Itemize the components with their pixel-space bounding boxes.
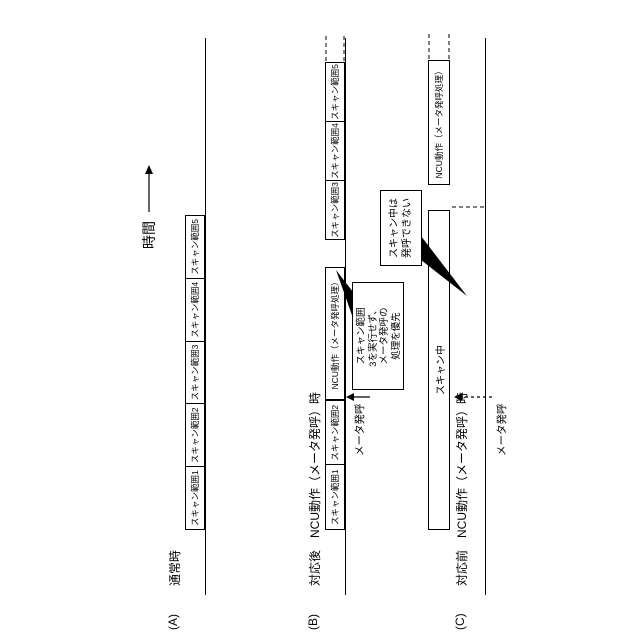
scan-range-cell: スキャン範囲3 [330,182,340,238]
callout-line: スキャン中は [389,198,400,258]
scan-range-cell: スキャン範囲5 [186,216,204,279]
section-c-title: 対応前 NCU動作（メータ発呼）時 [455,392,469,586]
scanning-box-c: スキャン中 [428,210,450,530]
scan-range-cell: スキャン範囲2 [326,401,344,466]
scan-range-cell: スキャン範囲5 [326,63,344,122]
meter-call-label-c: メータ発呼 [496,403,508,457]
callout-line: 3を実行せず、 [367,305,379,367]
section-b-tag: (B) [306,614,320,630]
callout-line: 発呼できない [402,198,413,258]
time-axis-arrowhead [145,165,153,174]
ncu-operation-box-b: NCU動作（メータ発呼処理） [325,267,345,400]
callout-line: 処理を優先 [390,312,402,360]
section-b-title: 対応後 NCU動作（メータ発呼）時 [308,392,322,586]
time-axis-label: 時間 [141,221,157,249]
scan-row-a: スキャン範囲1 スキャン範囲2 スキャン範囲3 スキャン範囲4 スキャン範囲5 [185,215,205,530]
scan-range-cell: スキャン範囲1 [190,470,200,526]
section-a-title: 通常時 [168,549,182,586]
callout-priority-note: スキャン範囲 3を実行せず、 メータ発呼の 処理を優先 [352,282,404,390]
section-c-tag: (C) [453,613,467,630]
callout-line: スキャン範囲 [356,307,367,365]
meter-call-label-b: メータ発呼 [354,403,366,457]
ncu-operation-box-c: NCU動作（メータ発呼処理） [428,60,450,185]
callout-cannot-call-note: スキャン中は 発呼できない [380,190,422,266]
section-a-tag: (A) [166,614,180,630]
scan-range-cell: スキャン範囲1 [330,469,340,526]
scan-range-cell: スキャン範囲3 [186,341,204,405]
scan-row-b-after: スキャン範囲3 スキャン範囲4 スキャン範囲5 [325,62,345,240]
scan-range-cell: スキャン範囲4 [326,122,344,181]
callout-line: メータ発呼の [379,307,390,365]
scan-row-b-before: スキャン範囲1 スキャン範囲2 [325,400,345,530]
scan-range-cell: スキャン範囲4 [186,278,204,342]
meter-call-arrowhead-b [346,393,354,401]
scan-range-cell: スキャン範囲2 [186,404,204,468]
